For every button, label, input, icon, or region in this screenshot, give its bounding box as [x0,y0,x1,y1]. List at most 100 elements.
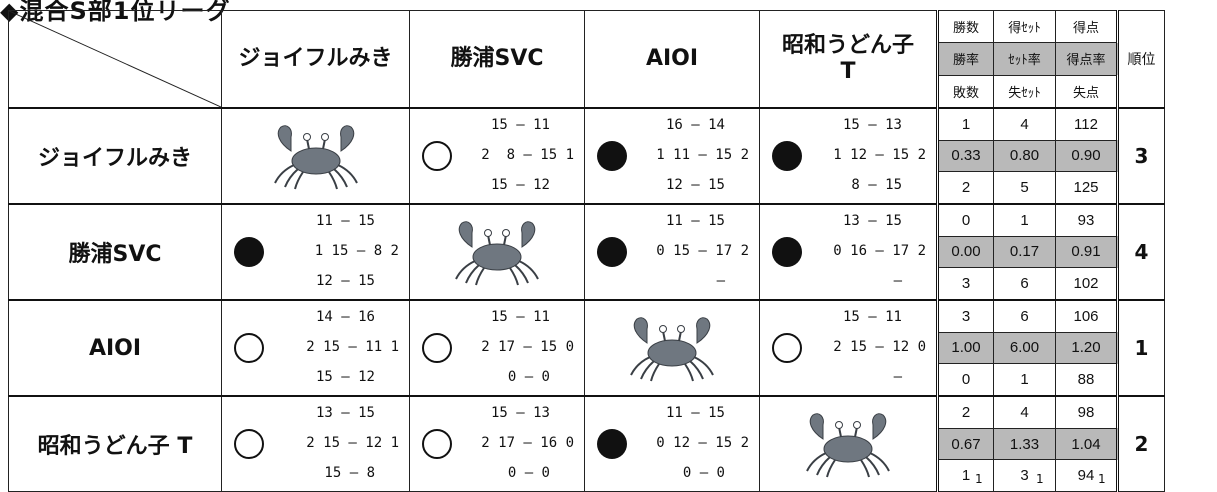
self-cell [409,203,585,301]
open-circle-icon [422,429,452,459]
stat-value: 0 [936,202,994,237]
stat-value: 2 [936,394,994,429]
self-cell [759,395,938,492]
stat-value: 0.67 [936,427,994,461]
score-line: 11 — 15 [315,213,375,229]
rank-value: 4 [1116,203,1165,301]
score-line: 15 — 12 [315,369,375,385]
stat-value: 0.91 [1055,235,1118,269]
stat-value: 1.20 [1055,331,1118,365]
score-line: 1 12 — 15 2 [833,147,926,163]
score-line: 12 — 15 [315,273,375,289]
open-circle-icon [234,429,264,459]
stat-value: 93 [1055,202,1118,237]
open-circle-icon [422,141,452,171]
score-line: 2 17 — 15 0 [481,339,574,355]
stat-value: 4 [993,394,1056,429]
score-line: — [716,273,725,289]
stat-value: 1 [936,459,994,492]
stat-value: 1.33 [993,427,1056,461]
stat-value: 3 [936,267,994,301]
score-line: 1 15 — 8 2 [314,243,399,259]
score-line: 11 — 15 [665,213,725,229]
score-line: 15 — 11 [490,117,550,133]
score-line: 0 — 0 [507,465,550,481]
score-line: 2 15 — 12 1 [306,435,399,451]
stat-header: 敗数 [936,74,994,109]
score-line: 11 — 15 [665,405,725,421]
stat-value: 0.17 [993,235,1056,269]
crab-icon [806,413,890,478]
stat-value: 106 [1055,298,1118,333]
rank-value: 3 [1116,107,1165,205]
footer-value: 1 [1098,472,1106,486]
col-header-team: AIOI [584,10,760,109]
stat-value: 3 [993,459,1056,492]
rank-value: 1 [1116,299,1165,397]
stat-value: 98 [1055,394,1118,429]
stat-value: 0.80 [993,139,1056,173]
stat-value: 6 [993,298,1056,333]
stat-value: 1.00 [936,331,994,365]
stat-value: 125 [1055,171,1118,205]
score-line: — [893,369,902,385]
self-cell [221,107,410,205]
filled-circle-icon [772,237,802,267]
score-line: — [893,273,902,289]
stat-header: 失点 [1055,74,1118,109]
score-line: 15 — 11 [490,309,550,325]
stat-value: 5 [993,171,1056,205]
score-line: 13 — 15 [842,213,902,229]
score-line: 15 — 12 [490,177,550,193]
stat-value: 112 [1055,106,1118,141]
stat-value: 1 [936,106,994,141]
col-header-team: 昭和うどん子 T [759,10,938,109]
open-circle-icon [422,333,452,363]
filled-circle-icon [597,429,627,459]
stat-value: 88 [1055,363,1118,397]
row-header-team: AIOI [8,299,222,397]
stat-value: 2 [936,171,994,205]
rank-value: 2 [1116,395,1165,492]
open-circle-icon [772,333,802,363]
stat-value: 0 [936,363,994,397]
score-line: 1 11 — 15 2 [656,147,749,163]
score-line: 2 17 — 16 0 [481,435,574,451]
stat-header: ｾｯﾄ率 [993,42,1056,76]
score-line: 2 15 — 11 1 [306,339,399,355]
stat-value: 1 [993,202,1056,237]
filled-circle-icon [772,141,802,171]
col-header-team: ジョイフルみき [221,10,410,109]
stat-value: 6 [993,267,1056,301]
stat-value: 0.00 [936,235,994,269]
filled-circle-icon [234,237,264,267]
stat-header: 勝率 [936,42,994,76]
stat-header: 得点率 [1055,42,1118,76]
score-line: 2 15 — 12 0 [833,339,926,355]
score-line: 13 — 15 [315,405,375,421]
stat-header: 得点 [1055,9,1118,44]
stat-value: 102 [1055,267,1118,301]
rank-header: 順位 [1116,10,1165,109]
col-header-team: 勝浦SVC [409,10,585,109]
filled-circle-icon [597,237,627,267]
stat-value: 0.90 [1055,139,1118,173]
